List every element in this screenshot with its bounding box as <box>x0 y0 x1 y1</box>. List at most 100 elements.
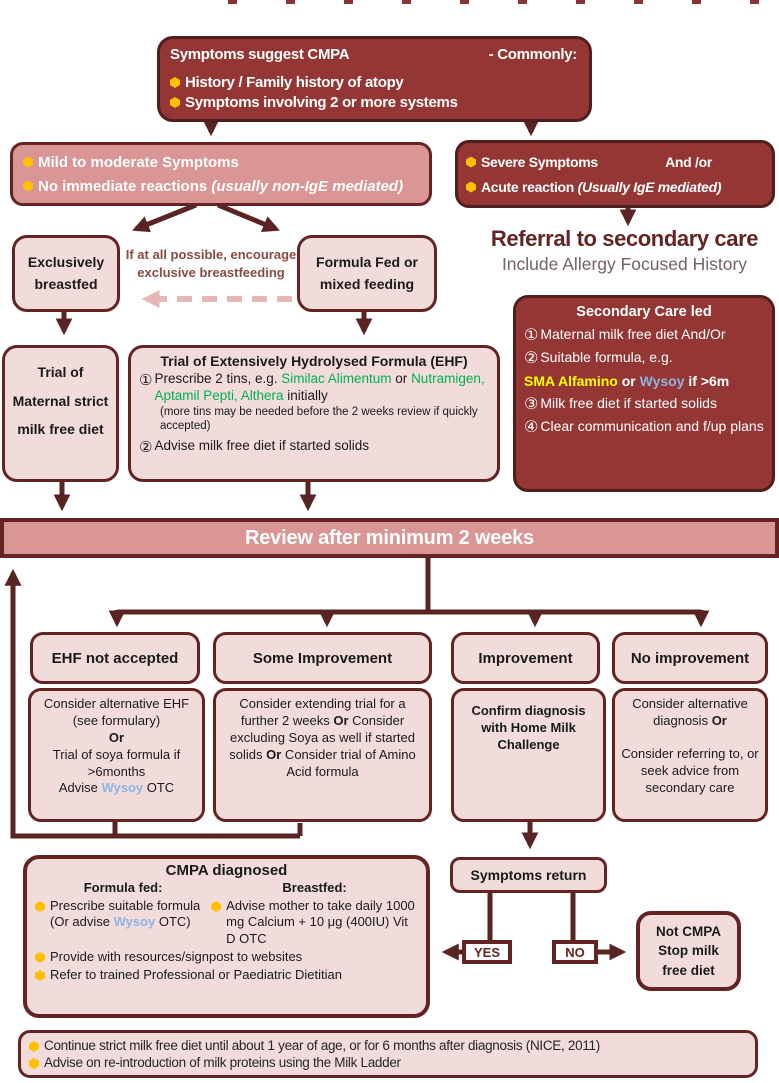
ob4-seg2: Consider referring to, or seek advice fr… <box>621 745 759 795</box>
bullet-icon <box>211 901 222 913</box>
bullet-text: History / Family history of atopy <box>185 74 404 91</box>
mild-line2-text: No immediate reactions <box>38 177 212 195</box>
ob2-seg3: Consider trial of Amino Acid formula <box>281 746 416 779</box>
breastfed-bullet: Advise mother to take daily 1000 mg Calc… <box>211 898 418 947</box>
otc-text: OTC) <box>155 914 191 930</box>
brand-sma-alfamino: SMA Alfamino <box>524 373 618 390</box>
circled-2-icon: ② <box>139 438 153 457</box>
maternal-diet-box: Trial of Maternal strict milk free diet <box>2 345 119 482</box>
bullet-text: Refer to trained Professional or Paediat… <box>50 967 342 983</box>
encourage-line2: exclusive breastfeeding <box>137 264 285 280</box>
maternal-line2: Maternal strict <box>12 392 109 409</box>
circled-2-icon: ② <box>524 348 539 368</box>
no-label: NO <box>552 940 598 964</box>
symptoms-suggest-box: Symptoms suggest CMPA - Commonly: Histor… <box>157 36 592 122</box>
bullet-icon <box>29 1058 39 1069</box>
top-bullet-2: Symptoms involving 2 or more systems <box>170 94 577 111</box>
outcome-header-no-improvement: No improvement <box>612 632 768 684</box>
ob4-or: Or <box>711 712 727 728</box>
bullet-icon <box>466 156 476 168</box>
secondary-item1-text: Maternal milk free diet And/Or <box>540 325 726 342</box>
mild-line-1: Mild to moderate Symptoms <box>23 154 419 171</box>
top-bullet-1: History / Family history of atopy <box>170 74 577 91</box>
formula-fed-column: Formula fed: Prescribe suitable formula(… <box>35 880 211 947</box>
cmpa-title: CMPA diagnosed <box>165 862 288 879</box>
mild-line2-italic: (usually non-IgE mediated) <box>211 177 404 195</box>
ob2-or2: Or <box>266 746 282 762</box>
mild-moderate-box: Mild to moderate Symptoms No immediate r… <box>10 142 432 206</box>
secondary-item-1: ① Maternal milk free diet And/Or <box>524 325 764 344</box>
breastfed-header: Breastfed: <box>282 880 347 896</box>
commonly-label: - Commonly: <box>488 46 578 63</box>
breastfed-column: Breastfed: Advise mother to take daily 1… <box>211 880 418 947</box>
ob1-line2: Trial of soya formula if >6months <box>52 746 181 779</box>
bullet-text: Provide with resources/signpost to websi… <box>50 948 303 964</box>
symptoms-return-box: Symptoms return <box>450 857 607 893</box>
bullet-icon <box>23 156 33 168</box>
encourage-breastfeeding-note: If at all possible, encourage exclusive … <box>122 246 300 281</box>
circled-4-icon: ④ <box>524 416 539 436</box>
ob2-or1: Or <box>333 712 349 728</box>
outcome-body-ehf-not-accepted: Consider alternative EHF (see formulary)… <box>28 688 205 822</box>
if-6m-text: if >6m <box>684 373 730 390</box>
mild-line-2: No immediate reactions (usually non-IgE … <box>23 178 419 195</box>
outcome-header-some-improvement: Some Improvement <box>213 632 432 684</box>
maternal-line1: Trial of <box>37 364 84 380</box>
cmpa-bullet-resources: Provide with resources/signpost to websi… <box>35 949 418 965</box>
bullet-icon <box>35 901 45 913</box>
bottom-bullet-1: Continue strict milk free diet until abo… <box>29 1038 747 1053</box>
brand-similac: Similac Alimentum <box>281 371 392 386</box>
formula-fed-bullet: Prescribe suitable formula(Or advise Wys… <box>35 898 211 931</box>
secondary-formula-line: SMA Alfamino or Wysoy if >6m <box>524 373 764 389</box>
ob1-or: Or <box>108 729 125 745</box>
bullet-text: Severe Symptoms <box>481 153 598 170</box>
exclusively-breastfed-box: Exclusively breastfed <box>12 235 120 312</box>
ehf-item1-note: (more tins may be needed before the 2 we… <box>160 405 478 432</box>
ob2-seg2: Consider excluding Soya as well if start… <box>229 712 415 762</box>
and-or-label: And /or <box>665 153 712 170</box>
ehf-seg3: initially <box>283 387 328 403</box>
bullet-icon <box>29 1041 39 1052</box>
ehf-trial-box: Trial of Extensively Hydrolysed Formula … <box>128 345 500 482</box>
bullet-icon <box>23 180 33 192</box>
brand-wysoy: Wysoy <box>639 373 685 390</box>
brand-wysoy: Wysoy <box>101 780 144 796</box>
ehf-item1-text: Prescribe 2 tins, e.g. Similac Alimentum… <box>154 371 489 405</box>
severe-line-1: Severe Symptoms And /or <box>466 154 760 170</box>
secondary-item-2: ② Suitable formula, e.g. <box>524 348 764 368</box>
ehf-item-1: ① Prescribe 2 tins, e.g. Similac Aliment… <box>139 371 489 405</box>
outcome-header-improvement: Improvement <box>451 632 600 684</box>
ob1-otc: OTC <box>143 780 175 796</box>
breastfed-line1: Exclusively <box>27 253 105 270</box>
or-advise-text: (Or advise <box>50 914 114 930</box>
ehf-item-2: ② Advise milk free diet if started solid… <box>139 438 489 457</box>
bullet-icon <box>35 951 45 963</box>
continue-diet-box: Continue strict milk free diet until abo… <box>18 1030 758 1078</box>
severe-box: Severe Symptoms And /or Acute reaction (… <box>455 140 775 208</box>
ob1-line1: Consider alternative EHF (see formulary) <box>43 696 190 728</box>
breastfed-line2: breastfed <box>34 275 98 292</box>
ehf-title: Trial of Extensively Hydrolysed Formula … <box>160 353 468 369</box>
severe-left: Severe Symptoms <box>466 154 598 170</box>
brand-nutramigen-aptamil-althera: Nutramigen, Aptamil Pepti, Althera <box>154 371 485 403</box>
maternal-line3: milk free diet <box>17 421 104 438</box>
secondary-item3-text: Milk free diet if started solids <box>540 394 717 411</box>
referral-title: Referral to secondary care <box>490 226 759 251</box>
bullet-text: Mild to moderate Symptoms <box>38 153 239 171</box>
formula-line1: Formula Fed or <box>316 253 418 270</box>
review-banner: Review after minimum 2 weeks <box>0 518 779 558</box>
outcome-header-ehf-not-accepted: EHF not accepted <box>30 632 200 684</box>
outcome-body-improvement: Confirm diagnosis with Home Milk Challen… <box>451 688 606 822</box>
bullet-icon <box>35 970 45 982</box>
bullet-text: Acute reaction (Usually IgE mediated) <box>481 179 721 195</box>
bullet-text: Advise mother to take daily 1000 mg Calc… <box>226 898 415 946</box>
severe-line-2: Acute reaction (Usually IgE mediated) <box>466 179 760 195</box>
secondary-item2-text: Suitable formula, e.g. <box>540 349 673 366</box>
symptoms-title: Symptoms suggest CMPA <box>170 46 350 63</box>
secondary-item-3: ③ Milk free diet if started solids <box>524 394 764 413</box>
bullet-text: Advise on re-introduction of milk protei… <box>44 1055 401 1070</box>
secondary-item4-text: Clear communication and f/up plans <box>540 417 764 434</box>
formula-fed-box: Formula Fed or mixed feeding <box>297 235 437 312</box>
ehf-item2-text: Advise milk free diet if started solids <box>154 438 370 454</box>
